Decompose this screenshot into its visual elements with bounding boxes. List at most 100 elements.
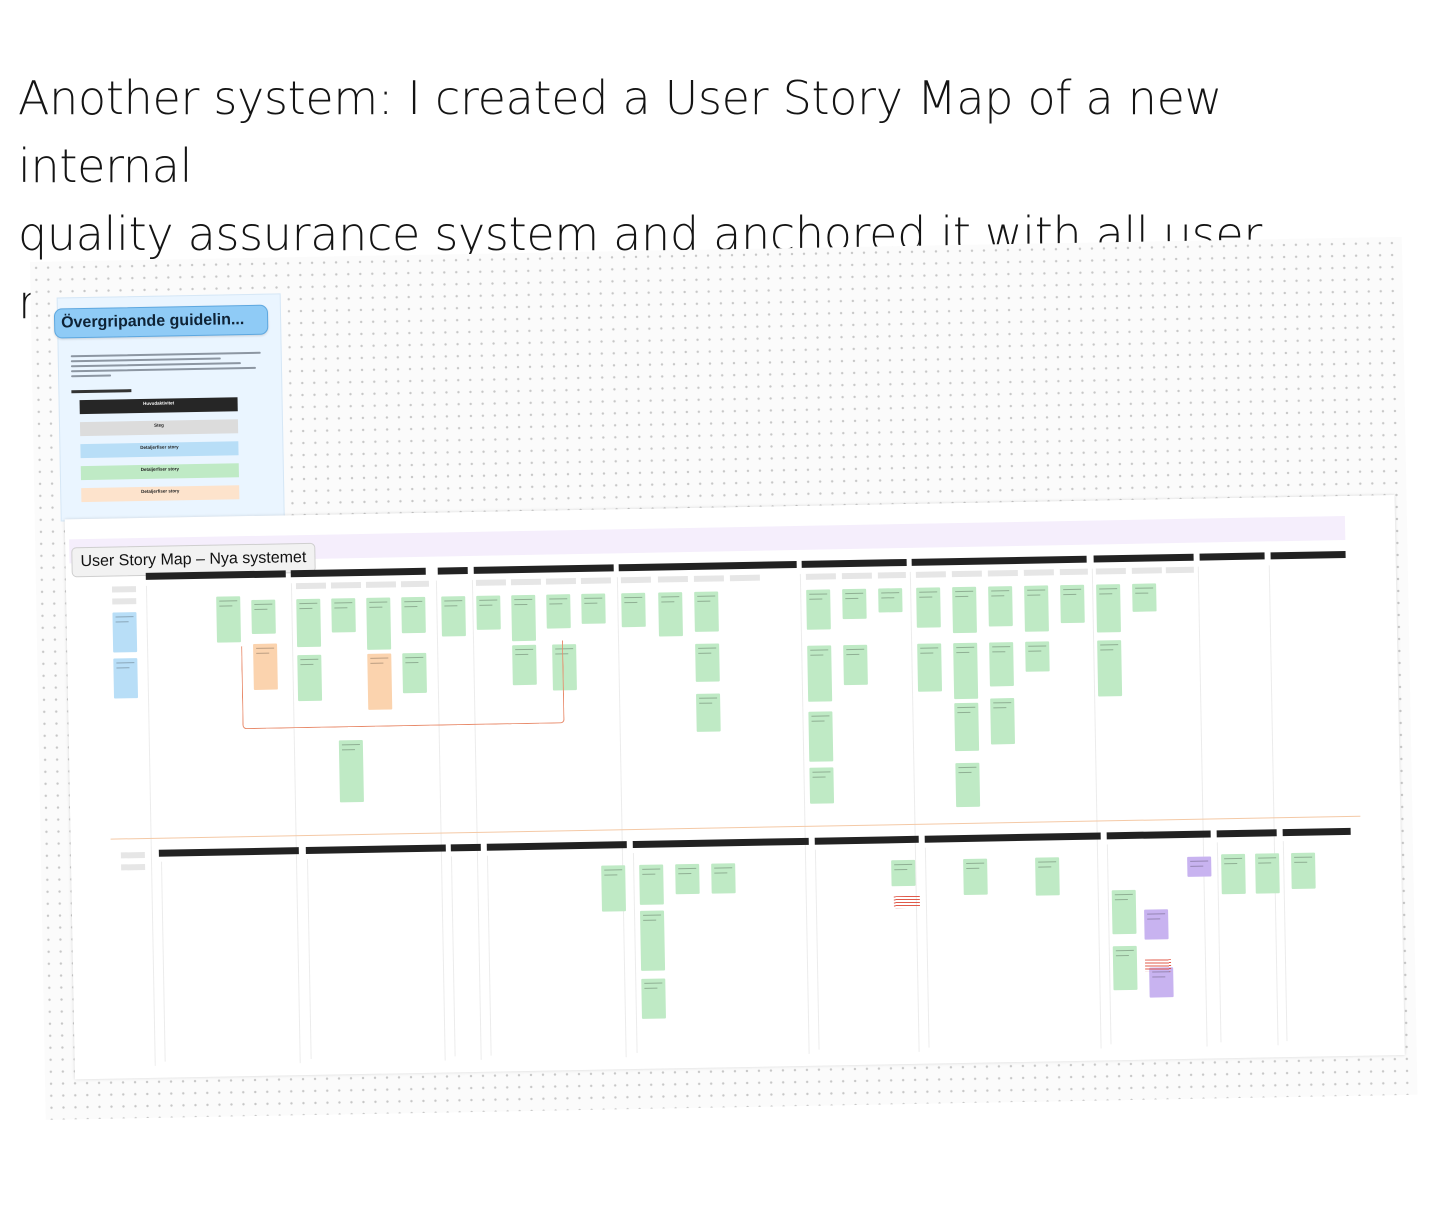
story-card[interactable] bbox=[331, 598, 356, 633]
activity-header[interactable] bbox=[473, 564, 614, 574]
story-card[interactable] bbox=[989, 642, 1014, 687]
activity-header[interactable] bbox=[145, 570, 286, 580]
story-card-purple[interactable] bbox=[1144, 909, 1169, 940]
story-card[interactable] bbox=[955, 762, 981, 808]
story-card[interactable] bbox=[878, 588, 903, 613]
step-header[interactable] bbox=[365, 581, 397, 588]
step-header[interactable] bbox=[1023, 569, 1054, 576]
step-header[interactable] bbox=[841, 572, 872, 580]
story-card[interactable] bbox=[675, 863, 700, 895]
story-card-blue[interactable] bbox=[113, 658, 139, 699]
activity-header[interactable] bbox=[632, 837, 809, 849]
story-card[interactable] bbox=[1035, 857, 1060, 896]
step-header[interactable] bbox=[295, 582, 327, 590]
story-card[interactable] bbox=[338, 739, 364, 803]
story-card[interactable] bbox=[251, 599, 276, 634]
story-card[interactable] bbox=[1221, 853, 1246, 895]
role-label[interactable] bbox=[121, 863, 146, 871]
step-header[interactable] bbox=[729, 574, 760, 582]
story-map-board[interactable]: User Story Map – Nya systemet bbox=[64, 495, 1405, 1080]
story-card[interactable] bbox=[216, 596, 242, 643]
step-header[interactable] bbox=[1165, 566, 1194, 574]
story-card-blue[interactable] bbox=[112, 612, 138, 653]
story-card[interactable] bbox=[401, 596, 426, 634]
story-card[interactable] bbox=[694, 591, 719, 632]
story-card[interactable] bbox=[476, 595, 501, 630]
story-card[interactable] bbox=[953, 642, 979, 700]
story-card[interactable] bbox=[441, 596, 466, 637]
story-card[interactable] bbox=[711, 863, 736, 894]
story-card[interactable] bbox=[1255, 853, 1280, 894]
story-card[interactable] bbox=[843, 644, 868, 686]
story-card[interactable] bbox=[1025, 641, 1050, 672]
story-card[interactable] bbox=[806, 589, 831, 630]
activity-header[interactable] bbox=[1270, 550, 1346, 560]
story-card[interactable] bbox=[639, 910, 666, 971]
story-card[interactable] bbox=[1096, 584, 1121, 633]
step-header[interactable] bbox=[510, 578, 541, 586]
activity-header[interactable] bbox=[924, 832, 1101, 843]
step-header[interactable] bbox=[987, 569, 1018, 577]
story-card[interactable] bbox=[1097, 640, 1123, 697]
step-header[interactable] bbox=[545, 578, 576, 585]
step-header[interactable] bbox=[915, 571, 946, 578]
step-header[interactable] bbox=[400, 580, 430, 588]
story-card[interactable] bbox=[1024, 585, 1049, 632]
story-card[interactable] bbox=[990, 698, 1015, 745]
step-header[interactable] bbox=[1059, 568, 1088, 576]
story-card[interactable] bbox=[916, 587, 941, 628]
story-card[interactable] bbox=[809, 767, 835, 804]
activity-header[interactable] bbox=[1106, 830, 1211, 840]
step-header[interactable] bbox=[951, 570, 982, 578]
story-card[interactable] bbox=[511, 594, 537, 642]
activity-header[interactable] bbox=[305, 844, 446, 855]
activity-header[interactable] bbox=[814, 835, 919, 845]
role-label[interactable] bbox=[112, 598, 137, 605]
story-card[interactable] bbox=[952, 586, 977, 634]
story-card[interactable] bbox=[808, 711, 834, 762]
story-card[interactable] bbox=[601, 865, 626, 912]
step-header[interactable] bbox=[693, 575, 724, 582]
story-card[interactable] bbox=[1112, 945, 1138, 991]
story-card[interactable] bbox=[807, 645, 833, 702]
step-header[interactable] bbox=[657, 575, 688, 583]
story-card[interactable] bbox=[641, 978, 666, 1019]
story-card[interactable] bbox=[988, 586, 1013, 627]
story-card[interactable] bbox=[581, 593, 606, 624]
activity-header[interactable] bbox=[1282, 827, 1351, 837]
story-card[interactable] bbox=[891, 859, 916, 887]
story-card[interactable] bbox=[917, 643, 943, 692]
story-card[interactable] bbox=[695, 643, 720, 682]
story-card[interactable] bbox=[1132, 583, 1157, 612]
step-header[interactable] bbox=[805, 573, 836, 580]
story-card[interactable] bbox=[366, 597, 392, 650]
guidelines-panel[interactable]: Övergripande guidelin... Huvudaktivitet … bbox=[53, 293, 285, 522]
step-header[interactable] bbox=[330, 581, 362, 589]
step-header[interactable] bbox=[580, 577, 611, 584]
activity-header[interactable] bbox=[290, 567, 426, 578]
story-card[interactable] bbox=[1111, 889, 1137, 935]
activity-header[interactable] bbox=[1093, 553, 1194, 563]
activity-header[interactable] bbox=[158, 847, 299, 857]
story-card[interactable] bbox=[1060, 584, 1085, 624]
activity-header[interactable] bbox=[1199, 552, 1265, 561]
story-card-purple[interactable] bbox=[1187, 856, 1212, 877]
story-card[interactable] bbox=[658, 592, 683, 637]
role-label[interactable] bbox=[120, 851, 145, 859]
activity-header[interactable] bbox=[801, 558, 907, 568]
story-card[interactable] bbox=[639, 864, 664, 905]
story-card[interactable] bbox=[546, 594, 571, 629]
story-card[interactable] bbox=[842, 588, 867, 620]
story-card[interactable] bbox=[1291, 852, 1316, 889]
story-card-purple[interactable] bbox=[1149, 967, 1174, 998]
story-card[interactable] bbox=[696, 693, 721, 732]
step-header[interactable] bbox=[620, 576, 651, 584]
activity-header[interactable] bbox=[450, 843, 481, 852]
activity-header[interactable] bbox=[1216, 829, 1277, 838]
step-header[interactable] bbox=[1095, 567, 1126, 575]
dotted-canvas[interactable]: Övergripande guidelin... Huvudaktivitet … bbox=[30, 236, 1418, 1120]
story-card[interactable] bbox=[963, 858, 988, 895]
activity-header[interactable] bbox=[486, 841, 627, 851]
story-card[interactable] bbox=[296, 598, 322, 648]
step-header[interactable] bbox=[877, 572, 906, 579]
